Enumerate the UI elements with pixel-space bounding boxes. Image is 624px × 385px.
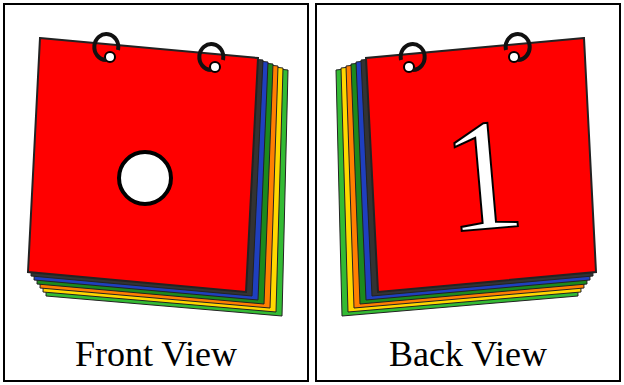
view-panel: Back View 1	[315, 3, 621, 382]
back-calendar	[336, 34, 596, 316]
view-caption: Back View	[317, 334, 619, 374]
view-panel: Front View	[3, 3, 309, 382]
front-calendar	[28, 34, 288, 316]
view-caption: Front View	[5, 334, 307, 374]
page-number: 1	[410, 80, 555, 271]
calendar-card: 1	[418, 85, 548, 265]
card-hole	[119, 152, 171, 204]
